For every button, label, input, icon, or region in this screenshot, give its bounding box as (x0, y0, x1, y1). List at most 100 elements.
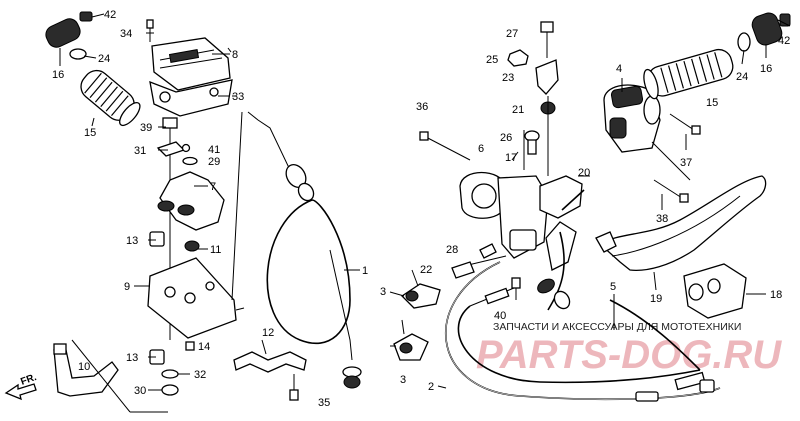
part-13-collar-upper (149, 231, 165, 247)
callout-25: 25 (486, 54, 498, 66)
callout-38: 38 (656, 213, 668, 225)
part-12-bracket (233, 339, 307, 401)
part-3-grommets (393, 269, 441, 361)
callout-6: 6 (478, 143, 484, 155)
part-30-nut (161, 384, 179, 396)
callout-1: 1 (362, 265, 368, 277)
callout-19: 19 (650, 293, 662, 305)
callout-18: 18 (770, 289, 782, 301)
callout-2: 2 (428, 381, 434, 393)
part-1-throttle-cable (231, 111, 362, 389)
part-36-bolt (419, 131, 429, 141)
part-23-holder (535, 59, 559, 95)
callout-15-right: 15 (706, 97, 718, 109)
part-16-left-weight (45, 18, 81, 48)
part-15-right-grip (643, 48, 734, 100)
part-29-washer (182, 156, 198, 166)
watermark-logo: PARTS-DOG.RU (476, 333, 782, 377)
part-39-nut (162, 117, 178, 129)
part-15-left-grip (80, 69, 141, 127)
callout-37: 37 (680, 157, 692, 169)
callout-31: 31 (134, 145, 146, 157)
callout-27: 27 (506, 28, 518, 40)
part-4-right-switch-housing (603, 78, 691, 181)
part-24-left-ring (69, 48, 87, 60)
part-24-right-ring (737, 32, 751, 52)
callout-8: 8 (232, 49, 238, 61)
callout-15: 15 (84, 127, 96, 139)
part-28-screw (479, 243, 497, 259)
callout-30: 30 (134, 385, 146, 397)
callout-14: 14 (198, 341, 210, 353)
callout-36: 36 (416, 101, 428, 113)
callout-42: 42 (104, 9, 116, 21)
part-25-nut (507, 49, 529, 67)
callout-16: 16 (52, 69, 64, 81)
callout-13-upper: 13 (126, 235, 138, 247)
part-2-and-5-cables (437, 261, 721, 402)
part-16-right-weight (751, 12, 783, 46)
part-40-screw (511, 277, 521, 300)
callout-28: 28 (446, 244, 458, 256)
part-22-bolt (451, 261, 475, 279)
callout-40: 40 (494, 310, 506, 322)
callout-17: 17 (505, 152, 517, 164)
callout-24-right: 24 (736, 71, 748, 83)
callout-35: 35 (318, 397, 330, 409)
part-32-washer (161, 369, 179, 379)
part-18-lever-cover (683, 263, 760, 319)
callout-39: 39 (140, 122, 152, 134)
part-42-left-screw (79, 11, 93, 22)
callout-16-right: 16 (760, 63, 772, 75)
callout-20: 20 (578, 167, 590, 179)
part-8-switch-upper (151, 37, 231, 91)
part-27-screw (540, 21, 554, 33)
callout-21: 21 (512, 104, 524, 116)
callout-4: 4 (616, 63, 622, 75)
part-42-right-screw (779, 13, 791, 27)
part-19-brake-lever (595, 175, 767, 291)
callout-24: 24 (98, 53, 110, 65)
part-41-screw (181, 143, 191, 153)
callout-13-lower: 13 (126, 352, 138, 364)
left-switch-housing (146, 19, 236, 117)
callout-7: 7 (210, 181, 216, 193)
callout-9: 9 (124, 281, 130, 293)
throttle-parts-stack (53, 117, 245, 413)
front-direction-arrow: FR. (4, 372, 38, 401)
leader-lines (134, 32, 766, 391)
callout-29: 29 (208, 156, 220, 168)
brake-switch-wire (537, 189, 585, 311)
callout-12: 12 (262, 327, 274, 339)
callout-42-right: 42 (778, 35, 790, 47)
callout-3-lower: 3 (400, 374, 406, 386)
callout-23: 23 (502, 72, 514, 84)
callout-22: 22 (420, 264, 432, 276)
watermark-caption: ЗАПЧАСТИ И АКСЕССУАРЫ ДЛЯ МОТОТЕХНИКИ (493, 321, 741, 333)
master-cylinder-assembly (419, 21, 583, 279)
callout-10: 10 (78, 361, 90, 373)
callout-34: 34 (120, 28, 132, 40)
part-20-switch (539, 175, 583, 219)
direction-label: FR. (19, 372, 38, 388)
callout-26: 26 (500, 132, 512, 144)
part-37-screw (669, 113, 701, 150)
part-38-screw (653, 179, 689, 210)
part-31-clip (156, 141, 186, 157)
callout-3-upper: 3 (380, 286, 386, 298)
part-14-screw (185, 341, 195, 351)
callout-11: 11 (210, 244, 221, 256)
callout-41: 41 (208, 144, 220, 156)
part-11-spring (184, 240, 200, 252)
watermark: PARTS-DOG.RU ЗАПЧАСТИ И АКСЕССУАРЫ ДЛЯ М… (476, 321, 782, 377)
callout-32: 32 (194, 369, 206, 381)
part-35-bolt (289, 389, 299, 401)
right-grip-assembly (643, 12, 791, 100)
part-10-throttle-lever (53, 349, 119, 397)
callout-labels: 42 34 8 24 16 33 15 39 41 31 29 7 13 11 … (52, 9, 790, 409)
left-grip-assembly (45, 11, 141, 127)
callout-33: 33 (232, 91, 244, 103)
callout-5: 5 (610, 281, 616, 293)
